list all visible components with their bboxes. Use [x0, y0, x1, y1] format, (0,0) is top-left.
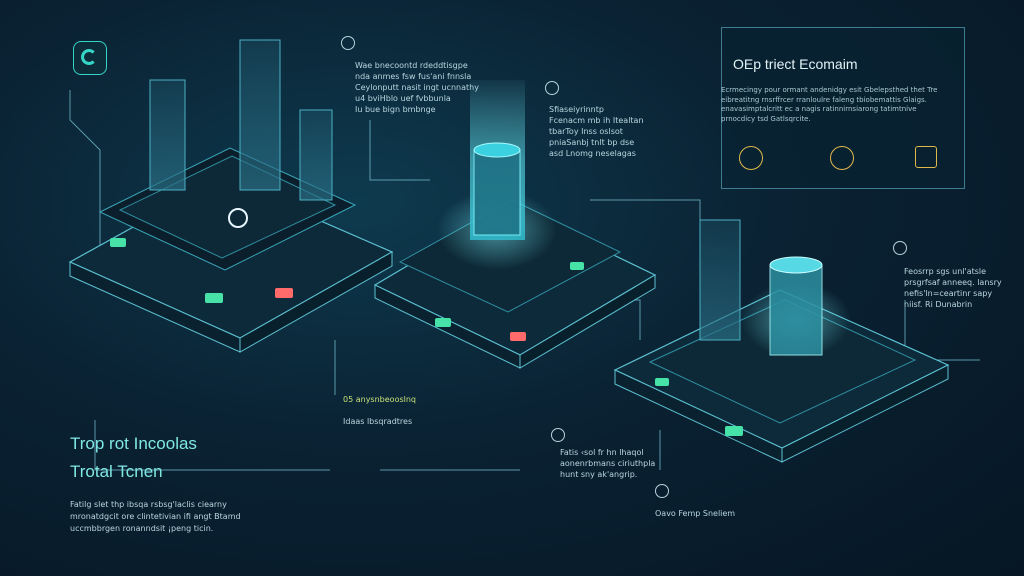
drop-icon	[545, 81, 559, 95]
platform-middle	[373, 80, 657, 369]
annotation-right-mid: Feosrrp sgs unl'atsle prsgrfsaf anneeq. …	[904, 267, 1002, 309]
panel-body: Ecrmecingy pour ormant andenidgy esit Gb…	[721, 86, 938, 123]
platform-right	[613, 219, 950, 463]
cube-icon	[341, 36, 355, 50]
headline-line-2: Trotal Tcnen	[70, 462, 163, 481]
annotation-bottom-mid: Fatis ‹sol fr hn lhaqol aonenrbmans ciri…	[560, 448, 656, 479]
ledger-icon[interactable]	[739, 146, 763, 170]
description: Fatilg slet thp ibsqa rsbsg'laclis ciear…	[70, 500, 241, 533]
pin-icon	[893, 241, 907, 255]
annotation-top-mid: Sfiaseiyrinntp Fcenacm mb ih Itealtan tb…	[549, 105, 644, 158]
globe-icon	[551, 428, 565, 442]
terminal-icon[interactable]	[915, 146, 937, 168]
annotation-top-left: Wae bnecoontd rdeddtisgpe nda anmes fsw …	[355, 61, 479, 114]
c-logo-icon[interactable]	[73, 41, 107, 75]
flame-icon	[655, 484, 669, 498]
headline-line-1: Trop rot Incoolas	[70, 434, 197, 453]
annotation-mid-label-2: Idaas lbsqradtres	[343, 417, 413, 426]
annotation-mid-label-1: 05 anysnbeooslnq	[343, 395, 416, 404]
annotation-bottom-right: Oavo Femp Sneliem	[655, 509, 736, 518]
coin-icon[interactable]	[830, 146, 854, 170]
info-panel: OEp triect Ecomaim Ecrmecingy pour orman…	[721, 27, 965, 189]
panel-title: OEp triect Ecomaim	[733, 56, 858, 72]
platform-left	[68, 39, 394, 353]
